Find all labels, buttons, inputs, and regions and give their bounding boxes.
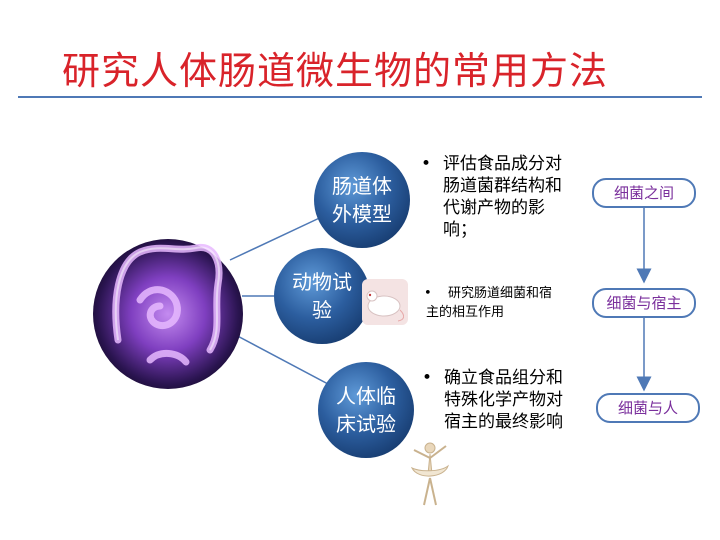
page-title: 研究人体肠道微生物的常用方法 [62, 49, 609, 93]
method-circle-invitro [314, 152, 410, 248]
description-invitro: • 评估食品成分对肠道菌群结构和代谢产物的影响； [421, 153, 575, 241]
dancer-image [410, 442, 449, 506]
description-text: 研究肠道细菌和宿主的相互作用 [426, 286, 553, 320]
method-circle-human [318, 362, 414, 458]
method-label-line: 肠道体 [332, 174, 392, 198]
description-human: • 确立食品组分和特殊化学产物对宿主的最终影响 [422, 367, 576, 433]
method-circle-animal [274, 248, 370, 344]
connector-line-3 [229, 331, 329, 385]
method-label-human: 人体临 床试验 [324, 382, 408, 438]
method-label-line: 人体临 [336, 384, 396, 408]
intestine-image [93, 239, 243, 389]
method-label-line: 床试验 [336, 412, 396, 436]
mouse-image [362, 279, 408, 325]
connector-line-1 [229, 213, 329, 261]
method-label-animal: 动物试 验 [280, 268, 364, 324]
level-bacteria-bacteria: 细菌之间 [592, 178, 696, 208]
level-bacteria-human: 细菌与人 [596, 393, 700, 423]
method-label-line: 验 [312, 298, 332, 322]
bullet: • [421, 154, 432, 174]
method-label-line: 外模型 [332, 202, 392, 226]
bullet: • [422, 368, 433, 388]
description-text: 评估食品成分对肠道菌群结构和代谢产物的影响； [443, 154, 562, 240]
description-animal: • 研究肠道细菌和宿主的相互作用 [424, 284, 564, 322]
method-label-invitro: 肠道体 外模型 [320, 172, 404, 228]
description-text: 确立食品组分和特殊化学产物对宿主的最终影响 [444, 368, 563, 432]
title-underline [18, 96, 702, 98]
level-bacteria-host: 细菌与宿主 [592, 288, 696, 318]
bullet: • [424, 286, 432, 301]
method-label-line: 动物试 [292, 270, 352, 294]
